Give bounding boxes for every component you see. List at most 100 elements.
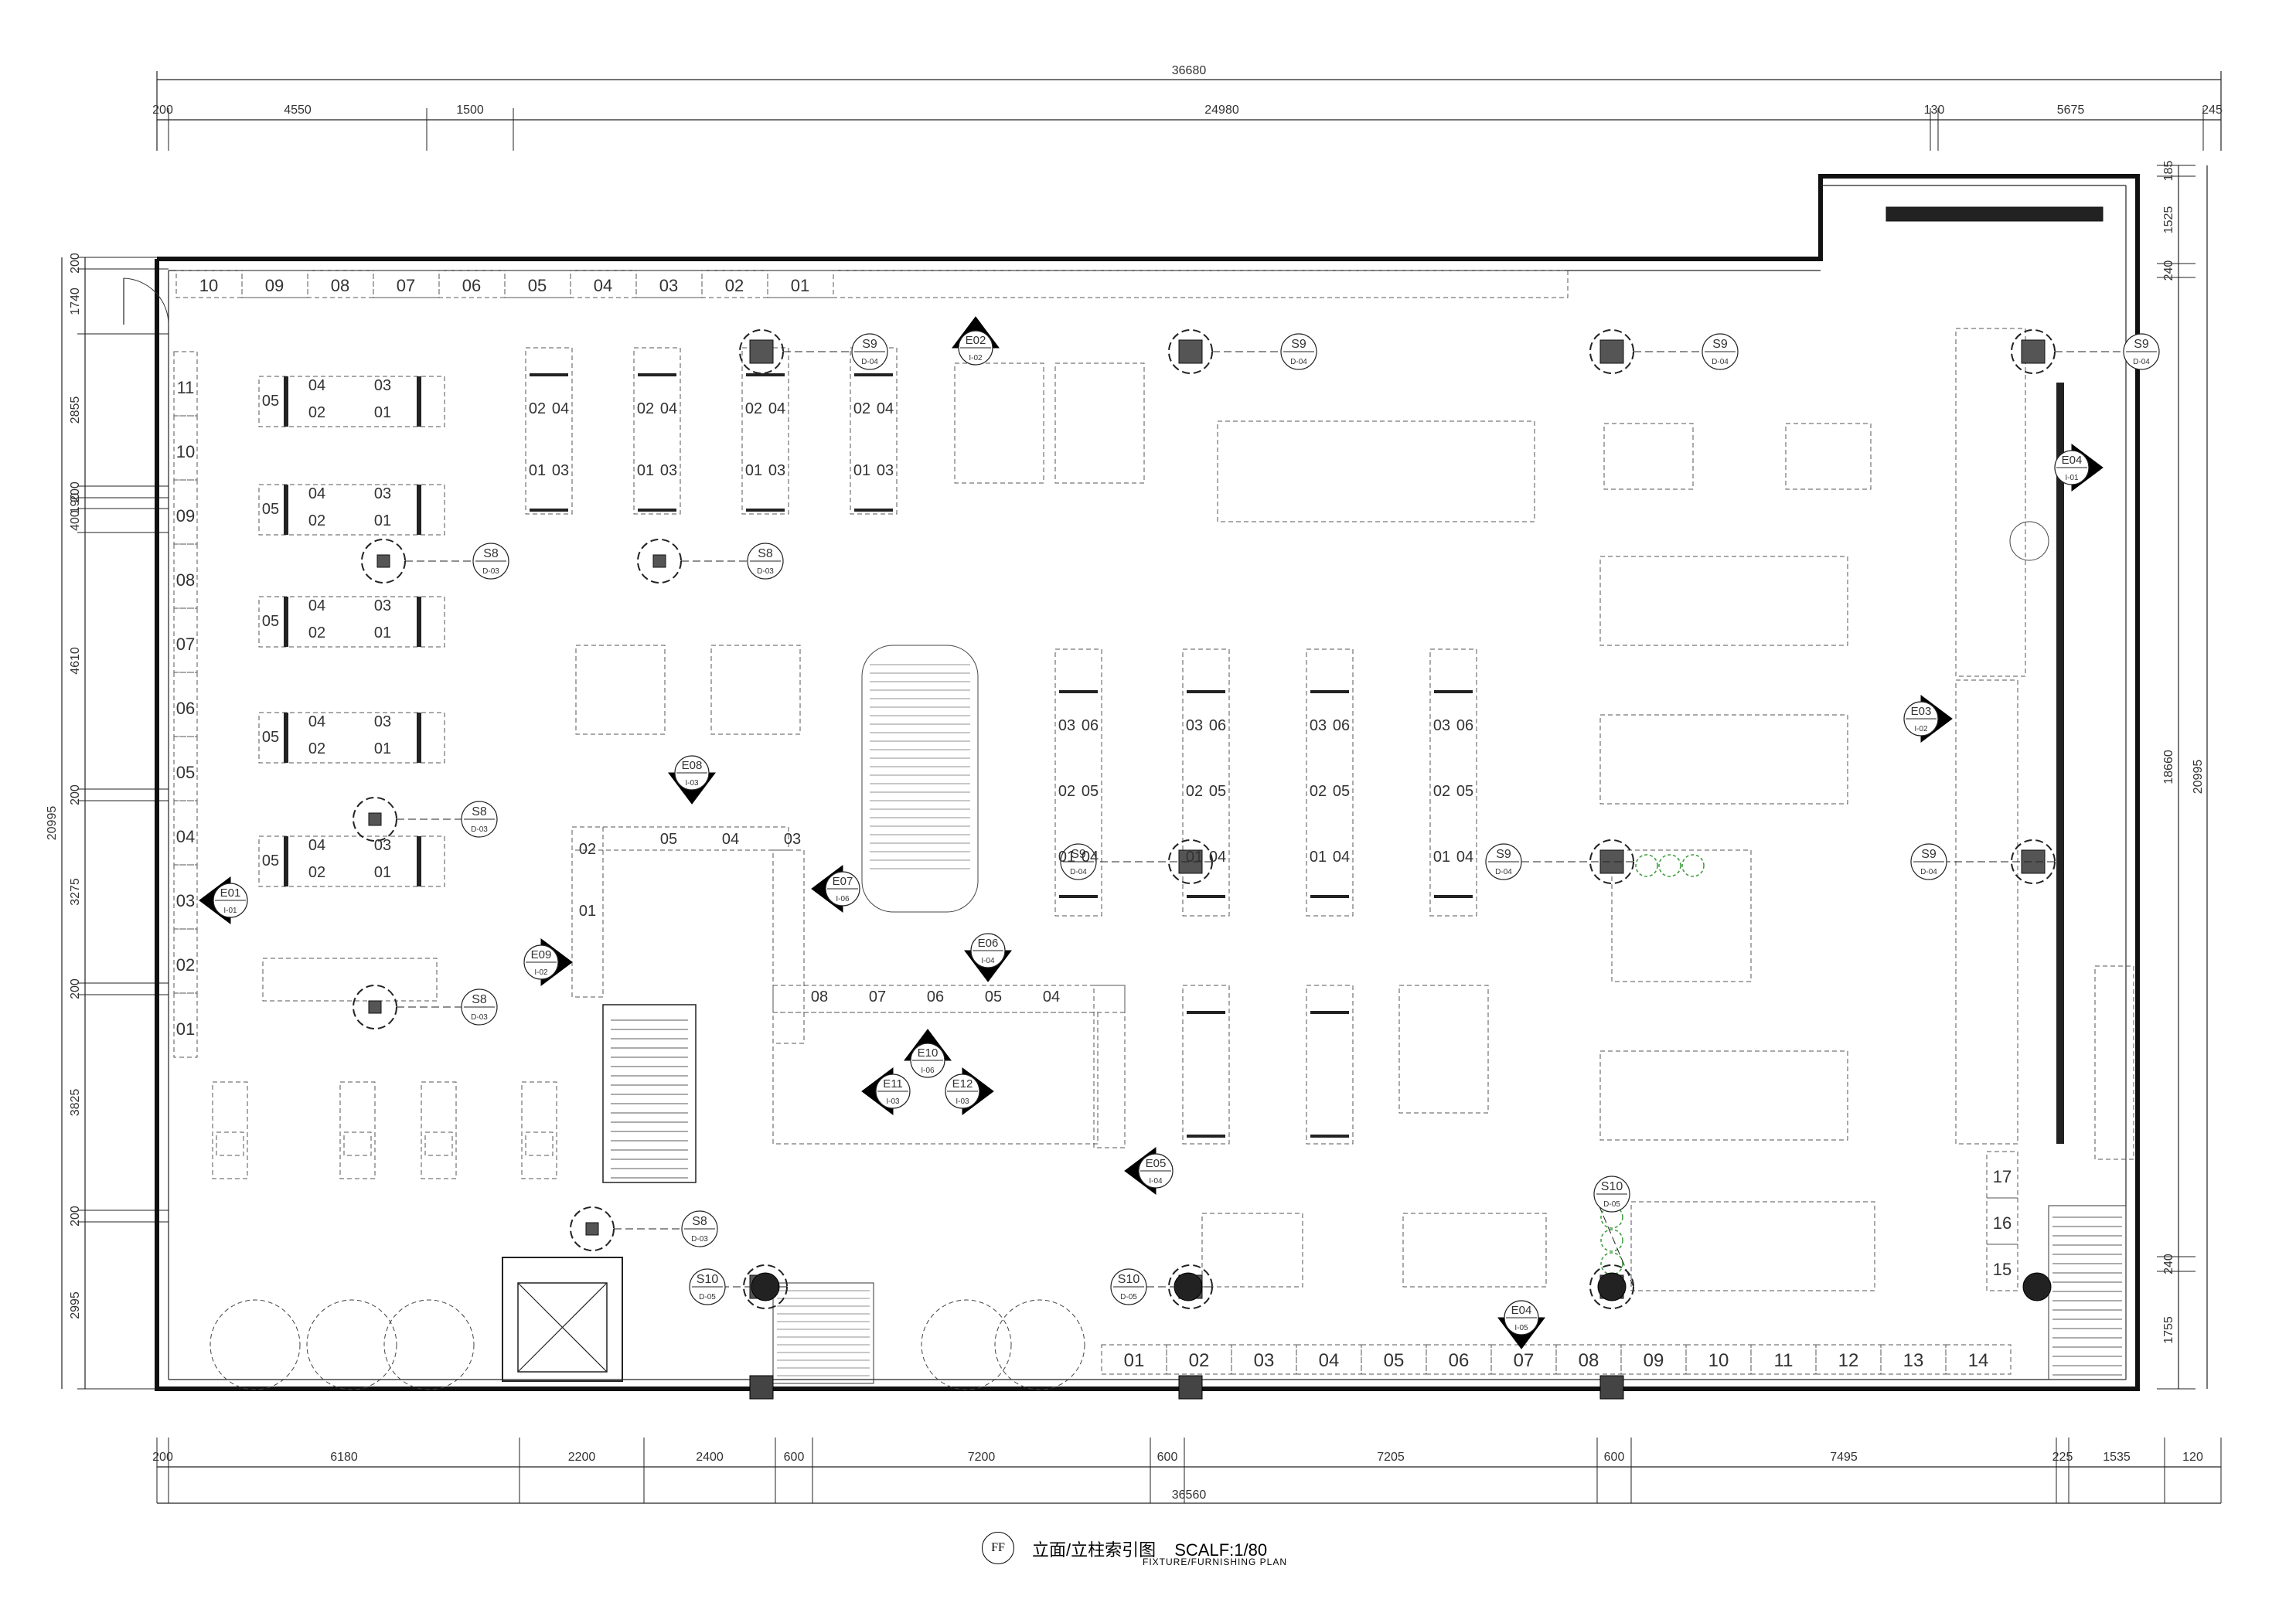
right-dim-label: 1525 [2162,206,2175,234]
top-dim-label: 200 [152,104,173,117]
left-dim-label: 2995 [69,1291,82,1319]
column-tag-code: S9 [1712,338,1728,351]
gondola-cell-label: 02 [745,400,762,417]
entry-door-swing [123,277,169,325]
round-column [2022,1272,2052,1301]
column-tag-ref: D-05 [1120,1293,1137,1301]
display-table [1217,420,1535,522]
island-cell-label: 03 [374,837,391,854]
gondola [1182,648,1230,917]
top-wall-shelf-number: 01 [791,276,809,295]
bottom-dim-label: 200 [152,1451,173,1464]
bottom-dim-label: 2400 [696,1451,724,1464]
island-table [258,596,445,648]
left-wall-shelf-number: 05 [176,763,195,782]
bottom-dim-label: 600 [1157,1451,1178,1464]
gondola-cell-label: 02 [1186,783,1203,800]
gondola-cell-label: 04 [1082,849,1099,866]
left-dim-label: 200 [69,481,82,502]
left-wall-bay [173,736,198,801]
island-cell-label: 04 [308,485,325,502]
storefront-door-swing [306,1299,397,1390]
round-stool [1600,1229,1623,1252]
gondola-cell-label: 01 [529,462,546,479]
right-storage [2094,965,2134,1160]
gondola [1306,985,1354,1145]
left-dim-label: 200 [69,978,82,999]
gondola-cell-label: 05 [1333,783,1350,800]
left-dim-label: 400 [69,510,82,531]
left-dim-label: 3275 [69,878,82,906]
elevation-code: E09 [531,948,552,961]
top-dim-label: 5675 [2057,104,2085,117]
top-dim-label: 130 [1924,104,1945,117]
central-counter-label: 06 [927,988,944,1005]
fitting-room-chair [421,1081,457,1179]
elevation-ref: I-02 [1914,725,1928,733]
column-tag-code: S9 [2134,338,2149,351]
bottom-wall-bay [1945,1344,2012,1375]
fitting-room-seat [424,1131,453,1156]
bottom-dim-label: 600 [1604,1451,1625,1464]
elevation-ref: I-03 [956,1097,969,1106]
right-cabinet [1955,679,2018,1145]
bottom-dim-label: 6180 [330,1451,358,1464]
island-cell-label: 05 [262,393,279,410]
column-tag-code: S10 [1601,1180,1623,1193]
elevation-ref: I-01 [2065,474,2079,482]
central-counter-label: 04 [1043,988,1060,1005]
elevation-code: E01 [220,886,241,900]
gondola-cell-label: 03 [552,462,569,479]
island-cell-label: 01 [374,864,391,881]
column-tag-ref: D-03 [482,567,499,576]
left-dim-label: 200 [69,1206,82,1227]
storefront-door-swing [994,1299,1085,1390]
elevation-code: E12 [952,1077,973,1091]
column-tag-code: S8 [483,547,499,560]
columns [368,339,2052,1400]
index-tags [199,316,2160,1349]
structural-column-small [376,554,390,568]
gondola-cell-label: 03 [1433,717,1450,734]
island-table [262,958,438,1002]
left-wall-shelf-number: 02 [176,955,195,975]
column-tag-ref: D-05 [1603,1200,1620,1209]
column-tag-code: S8 [758,547,773,560]
elevation-code: E11 [883,1077,903,1091]
gondola-cell-label: 01 [1186,849,1203,866]
vent-grille [1886,206,2104,222]
top-dim-label: 1500 [456,104,484,117]
elevation-code: E02 [966,334,986,347]
elevator-shaft [502,1257,623,1382]
top-dim-label: 4550 [284,104,312,117]
central-counter-label: 08 [811,988,828,1005]
top-wall-shelf-number: 08 [331,276,349,295]
left-wall-bay [173,607,198,673]
bottom-wall-shelf-number: 13 [1903,1350,1924,1371]
left-wall-shelf-number: 11 [177,378,195,397]
central-display-area [772,1012,1099,1145]
island-table [258,376,445,427]
island-cell-label: 01 [374,404,391,421]
elevation-ref: I-04 [1149,1177,1163,1186]
overall-dim-bottom-label: 36560 [1172,1489,1207,1502]
elevation-ref: I-02 [534,968,548,977]
island-table [258,484,445,536]
column-tag-ref: D-03 [471,1013,488,1022]
gondola-cell-label: 06 [1456,717,1473,734]
perimeter-column [1178,1375,1203,1400]
column-tag-code: S8 [692,1215,707,1228]
gondola-cell-label: 06 [1209,717,1226,734]
elevation-ref: I-03 [685,779,699,788]
display-table [1630,1201,1875,1291]
top-dim-label: 24980 [1204,104,1239,117]
left-wall-shelf-number: 09 [176,506,195,526]
left-dim-label: 200 [69,784,82,805]
display-table [1599,1050,1848,1141]
left-dim-label: 1740 [69,288,82,315]
gondola-cell-label: 03 [660,462,677,479]
top-wall-shelf-number: 03 [659,276,678,295]
drawing-id-bubble: FF [982,1532,1014,1564]
